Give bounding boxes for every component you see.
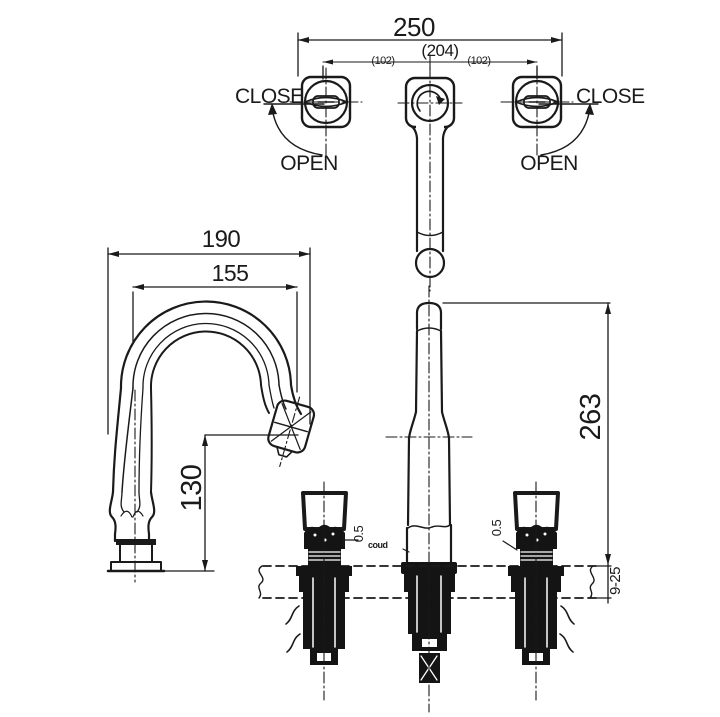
front-dimension-lines: [342, 302, 612, 604]
dim-half-left-label: (102): [371, 55, 395, 67]
dim-gap-left-label: 0.5: [351, 525, 366, 543]
dim-overall-height-label: 263: [575, 393, 607, 441]
dim-spout-height-label: 130: [176, 464, 208, 512]
dim-half-right-label: (102): [467, 55, 491, 67]
gooseneck-spout-profile: [106, 300, 316, 583]
close-right-label: CLOSE: [576, 85, 645, 108]
dim-spout-width-label: 190: [201, 226, 241, 253]
dim-spout-reach-label: 155: [211, 260, 249, 286]
open-close-annotations: [263, 103, 599, 156]
open-right-label: OPEN: [520, 152, 578, 175]
left-valve-front: [285, 491, 352, 665]
top-centerlines: [289, 66, 574, 292]
front-centerlines: [323, 285, 537, 713]
spout-outlet: [267, 396, 316, 467]
note-label: coud: [368, 540, 388, 550]
open-left-label: OPEN: [280, 152, 338, 175]
front-view: [258, 285, 612, 713]
dim-overall-width-label: 250: [393, 12, 435, 42]
close-left-label: CLOSE: [235, 85, 304, 108]
dim-gap-right-label: 0.5: [489, 519, 504, 537]
right-valve-front: [508, 491, 575, 665]
top-view: [263, 32, 599, 292]
dim-span-label: (204): [421, 41, 459, 60]
side-dimension-lines: [107, 247, 311, 572]
dim-deck-thickness-label: 9-25: [607, 566, 624, 596]
side-view: [106, 247, 316, 583]
